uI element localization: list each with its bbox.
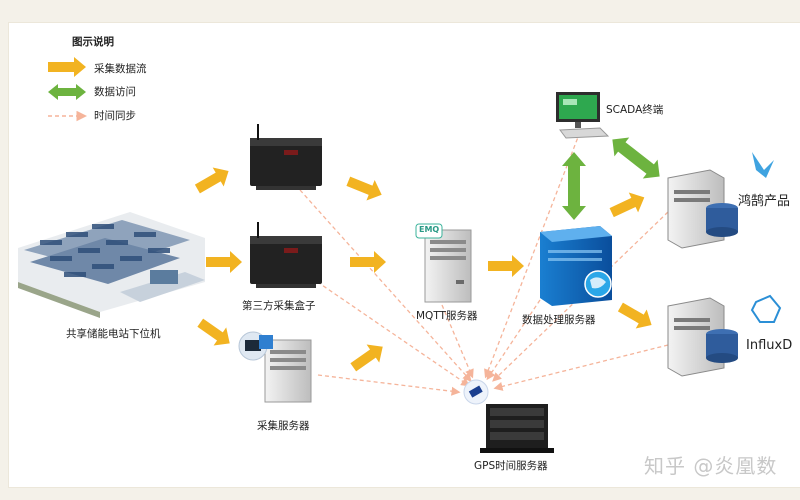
collection-server-image [238,331,312,403]
legend-title: 图示说明 [72,36,114,48]
data-processing-server-label: 数据处理服务器 [522,314,596,326]
collection-server-label: 采集服务器 [257,420,310,432]
legend-label-data-access: 数据访问 [94,86,136,98]
influxdb-server-image [667,294,782,377]
legend-label-time-sync: 时间同步 [94,110,136,122]
collection-box-label: 第三方采集盒子 [242,300,316,312]
emq-badge: EMQ [419,225,440,234]
collect-flow-arrows [194,167,652,372]
data-access-arrows [562,137,660,220]
scada-terminal-label: SCADA终端 [606,104,664,116]
legend-collect-arrow [48,57,86,77]
mqtt-server-label: MQTT服务器 [416,310,478,322]
gps-time-server-image [463,379,554,453]
gps-time-server-label: GPS时间服务器 [474,460,548,472]
time-sync-lines [299,131,669,396]
legend-label-collect-flow: 采集数据流 [94,63,147,75]
collection-box-middle-image [250,222,322,288]
collection-box-top-image [250,124,322,190]
scada-terminal-image [556,92,610,139]
data-processing-server-image [540,226,612,306]
mqtt-server-image [415,223,472,303]
energy-storage-station-image [18,212,205,318]
honghu-product-label: 鸿鹄产品 [738,194,791,209]
station-label: 共享储能电站下位机 [66,328,161,340]
watermark: 知乎 @炎凰数 [644,454,778,478]
legend-access-arrow [48,84,86,100]
honghu-server-image [667,152,774,249]
influxdb-label: InfluxD [746,338,793,353]
